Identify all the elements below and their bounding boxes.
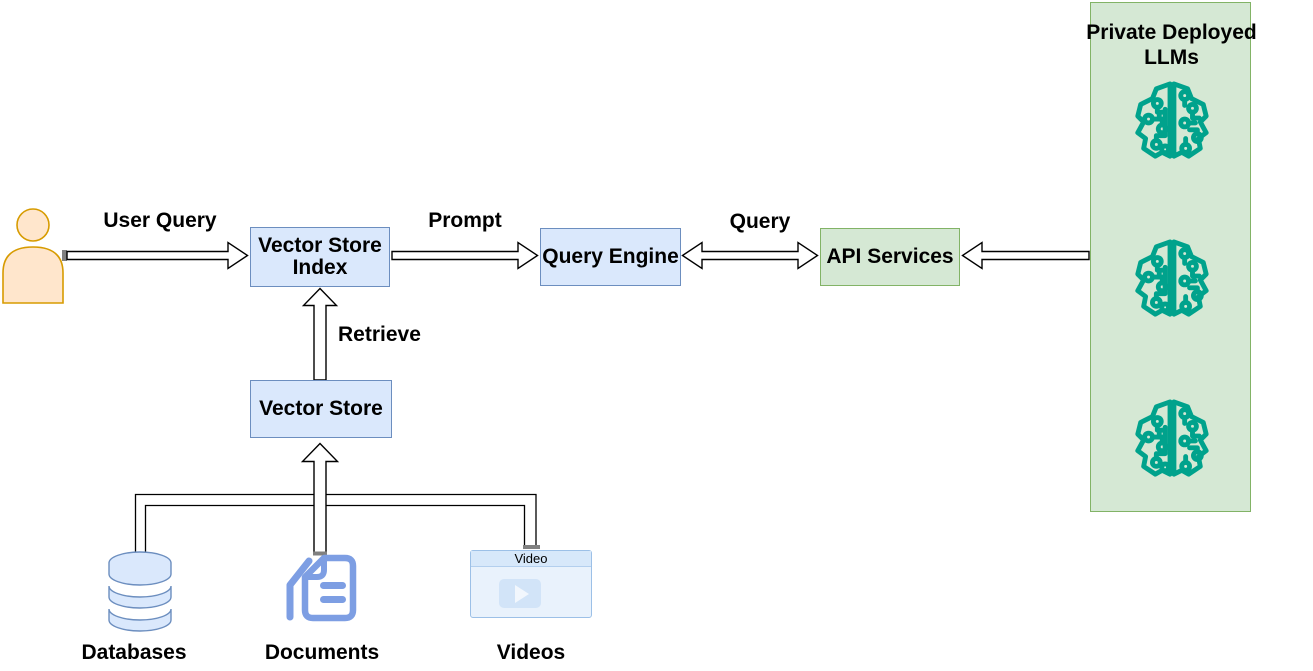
node-api-services: API Services bbox=[820, 228, 960, 286]
arrow-retrieve bbox=[301, 287, 339, 381]
play-triangle-icon bbox=[515, 584, 529, 603]
node-label: Vector Store Index bbox=[258, 234, 382, 279]
edge-label-query: Query bbox=[729, 210, 791, 233]
person-icon bbox=[2, 208, 64, 304]
brain-circuit-icon bbox=[1129, 397, 1213, 481]
video-window-title: Video bbox=[471, 551, 591, 567]
arrow-query-bidirectional bbox=[681, 241, 819, 270]
node-label: API Services bbox=[826, 245, 954, 268]
branch-outer bbox=[134, 493, 537, 556]
connection-tick bbox=[62, 250, 67, 261]
edge-label-retrieve: Retrieve bbox=[338, 323, 421, 346]
arrow-prompt bbox=[391, 241, 539, 270]
connection-tick bbox=[523, 545, 540, 549]
brain-circuit-icon bbox=[1129, 79, 1213, 163]
source-label-documents: Documents bbox=[264, 641, 380, 664]
arrow-llm-to-api bbox=[961, 241, 1090, 270]
node-vector-store-index: Vector Store Index bbox=[250, 227, 390, 287]
brain-circuit-icon bbox=[1129, 237, 1213, 321]
document-icon bbox=[286, 554, 357, 622]
edge-label-user-query: User Query bbox=[103, 209, 217, 232]
node-label: Query Engine bbox=[542, 245, 679, 268]
node-vector-store: Vector Store bbox=[250, 380, 392, 438]
arrow-user-query bbox=[66, 241, 249, 270]
node-label: Vector Store bbox=[259, 397, 383, 420]
arrow-sources-to-vector-store bbox=[300, 442, 340, 555]
source-label-databases: Databases bbox=[81, 641, 187, 664]
node-private-deployed-llms: Private Deployed LLMs bbox=[1086, 2, 1257, 512]
video-player-icon: Video bbox=[470, 550, 592, 618]
edge-label-prompt: Prompt bbox=[428, 209, 502, 232]
branch-inner bbox=[144, 504, 526, 556]
database-cylinder-icon bbox=[108, 551, 172, 632]
connection-tick bbox=[313, 551, 327, 556]
play-button-icon bbox=[499, 579, 541, 608]
node-query-engine: Query Engine bbox=[540, 228, 681, 286]
panel-title: Private Deployed LLMs bbox=[1086, 21, 1257, 69]
source-label-videos: Videos bbox=[496, 641, 566, 664]
